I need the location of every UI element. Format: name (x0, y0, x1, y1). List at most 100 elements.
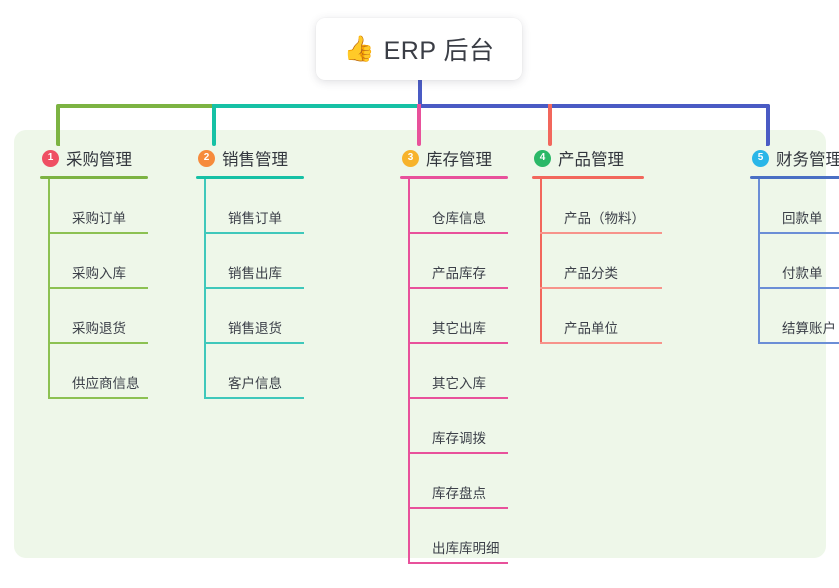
list-item-label: 销售出库 (204, 262, 304, 289)
category-rail (408, 179, 410, 564)
list-item[interactable]: 付款单 (750, 234, 839, 289)
list-item[interactable]: 产品单位 (532, 289, 692, 344)
list-item[interactable]: 产品（物料） (532, 179, 692, 234)
list-item-text: 仓库信息 (432, 211, 486, 226)
root-node-card[interactable]: 👍 ERP 后台 (316, 18, 522, 80)
list-item-text: 销售出库 (228, 266, 282, 281)
connector-drop-3 (417, 104, 421, 146)
list-item-label: 仓库信息 (408, 207, 508, 234)
category-header-5[interactable]: 5 财务管理 (750, 146, 839, 170)
list-item-text: 产品（物料） (564, 211, 645, 226)
list-item[interactable]: 其它出库 (400, 289, 550, 344)
list-item[interactable]: 采购订单 (40, 179, 190, 234)
list-item-label: 产品库存 (408, 262, 508, 289)
category-number-badge: 4 (534, 149, 551, 167)
category-underline (400, 176, 508, 179)
category-underline (196, 176, 304, 179)
list-item-label: 产品单位 (540, 317, 662, 344)
category-rail (48, 179, 50, 399)
connector-drop-1 (56, 104, 60, 146)
category-number-badge: 5 (752, 149, 769, 167)
list-item-label: 供应商信息 (48, 372, 148, 399)
list-item[interactable]: 供应商信息 (40, 344, 190, 399)
list-item-text: 结算账户 (782, 321, 836, 336)
list-item-label: 销售退货 (204, 317, 304, 344)
connector-drop-2 (212, 104, 216, 146)
category-number-badge: 3 (402, 149, 419, 167)
category-underline (40, 176, 148, 179)
category-number-badge: 2 (198, 149, 215, 167)
list-item-text: 采购订单 (72, 211, 126, 226)
list-item[interactable]: 采购退货 (40, 289, 190, 344)
list-item-label: 库存盘点 (408, 482, 508, 509)
list-item[interactable]: 销售出库 (196, 234, 346, 289)
connector-bar-green (58, 104, 214, 108)
list-item-label: 采购退货 (48, 317, 148, 344)
category-item-list: 回款单付款单结算账户 (750, 179, 839, 344)
list-item-label: 其它入库 (408, 372, 508, 399)
list-item[interactable]: 销售退货 (196, 289, 346, 344)
list-item-text: 销售订单 (228, 211, 282, 226)
list-item-text: 客户信息 (228, 376, 282, 391)
connector-bar-teal (214, 104, 418, 108)
list-item[interactable]: 仓库信息 (400, 179, 550, 234)
list-item[interactable]: 销售订单 (196, 179, 346, 234)
category-column-5: 5 财务管理回款单付款单结算账户 (750, 146, 839, 344)
list-item-label: 付款单 (758, 262, 839, 289)
list-item[interactable]: 库存盘点 (400, 454, 550, 509)
list-item-text: 出库库明细 (432, 541, 500, 556)
category-column-1: 1 采购管理采购订单采购入库采购退货供应商信息 (40, 146, 190, 399)
list-item-text: 其它出库 (432, 321, 486, 336)
list-item[interactable]: 客户信息 (196, 344, 346, 399)
category-title: 财务管理 (776, 151, 839, 169)
list-item[interactable]: 采购入库 (40, 234, 190, 289)
category-column-4: 4 产品管理产品（物料） 产品分类产品单位 (532, 146, 692, 344)
category-header-1[interactable]: 1 采购管理 (40, 146, 190, 170)
list-item[interactable]: 库存调拨 (400, 399, 550, 454)
category-underline (750, 176, 839, 179)
category-item-list: 产品（物料） 产品分类产品单位 (532, 179, 692, 344)
category-rail (204, 179, 206, 399)
list-item[interactable]: 其它入库 (400, 344, 550, 399)
list-item-text: 产品单位 (564, 321, 618, 336)
list-item-label: 库存调拨 (408, 427, 508, 454)
category-number-badge: 1 (42, 149, 59, 167)
list-item-label: 客户信息 (204, 372, 304, 399)
connector-drop-5 (766, 104, 770, 146)
list-item-text: 采购入库 (72, 266, 126, 281)
list-item[interactable]: 回款单 (750, 179, 839, 234)
list-item[interactable]: 产品分类 (532, 234, 692, 289)
category-title: 采购管理 (66, 151, 132, 169)
list-item-label: 出库库明细 (408, 537, 508, 564)
list-item-text: 产品分类 (564, 266, 618, 281)
list-item[interactable]: 产品库存 (400, 234, 550, 289)
list-item-label: 其它出库 (408, 317, 508, 344)
category-item-list: 销售订单销售出库销售退货客户信息 (196, 179, 346, 399)
list-item-text: 产品库存 (432, 266, 486, 281)
list-item-label: 采购订单 (48, 207, 148, 234)
list-item[interactable]: 出库库明细 (400, 509, 550, 564)
list-item-label: 产品分类 (540, 262, 662, 289)
category-header-4[interactable]: 4 产品管理 (532, 146, 692, 170)
connector-drop-4 (548, 104, 552, 146)
list-item-text: 付款单 (782, 266, 823, 281)
list-item-text: 库存盘点 (432, 486, 486, 501)
root-stem-connector (418, 78, 422, 106)
list-item-text: 供应商信息 (72, 376, 140, 391)
category-rail (758, 179, 760, 344)
thumbs-up-icon: 👍 (343, 34, 375, 63)
list-item-text: 回款单 (782, 211, 823, 226)
diagram-panel (14, 130, 826, 558)
category-title: 产品管理 (558, 151, 624, 169)
category-rail (540, 179, 542, 344)
list-item-label: 产品（物料） (540, 207, 662, 234)
list-item-text: 库存调拨 (432, 431, 486, 446)
list-item-label: 结算账户 (758, 317, 839, 344)
list-item[interactable]: 结算账户 (750, 289, 839, 344)
list-item-label: 回款单 (758, 207, 839, 234)
category-item-list: 采购订单采购入库采购退货供应商信息 (40, 179, 190, 399)
